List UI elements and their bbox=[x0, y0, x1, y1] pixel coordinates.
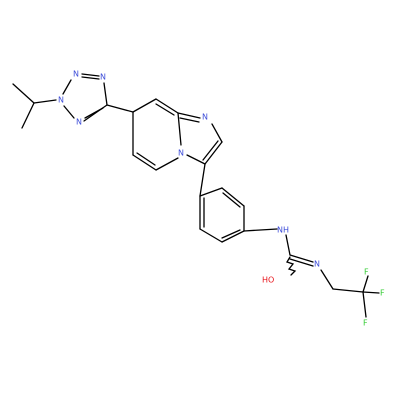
atom-label-n-amidine: N bbox=[314, 260, 320, 269]
atom-label-f-right: F bbox=[380, 289, 385, 298]
atom-label-ho: HO bbox=[262, 276, 274, 285]
atom-label-f-bottom: F bbox=[363, 319, 368, 328]
atom-labels: N N N N N N NH N HO F F F bbox=[58, 70, 385, 328]
atom-label-f-top: F bbox=[364, 268, 369, 277]
atom-label-n-tetrazole-2: N bbox=[73, 70, 79, 79]
atom-label-n-tetrazole-1: N bbox=[58, 96, 64, 105]
bond-lines bbox=[12, 73, 380, 318]
atom-label-n-tetrazole-3: N bbox=[100, 73, 106, 82]
atom-label-n-bridgehead: N bbox=[178, 149, 184, 158]
atom-label-n-imidazole: N bbox=[202, 113, 208, 122]
atom-label-n-tetrazole-4: N bbox=[76, 118, 82, 127]
atom-label-nh: NH bbox=[277, 226, 289, 235]
